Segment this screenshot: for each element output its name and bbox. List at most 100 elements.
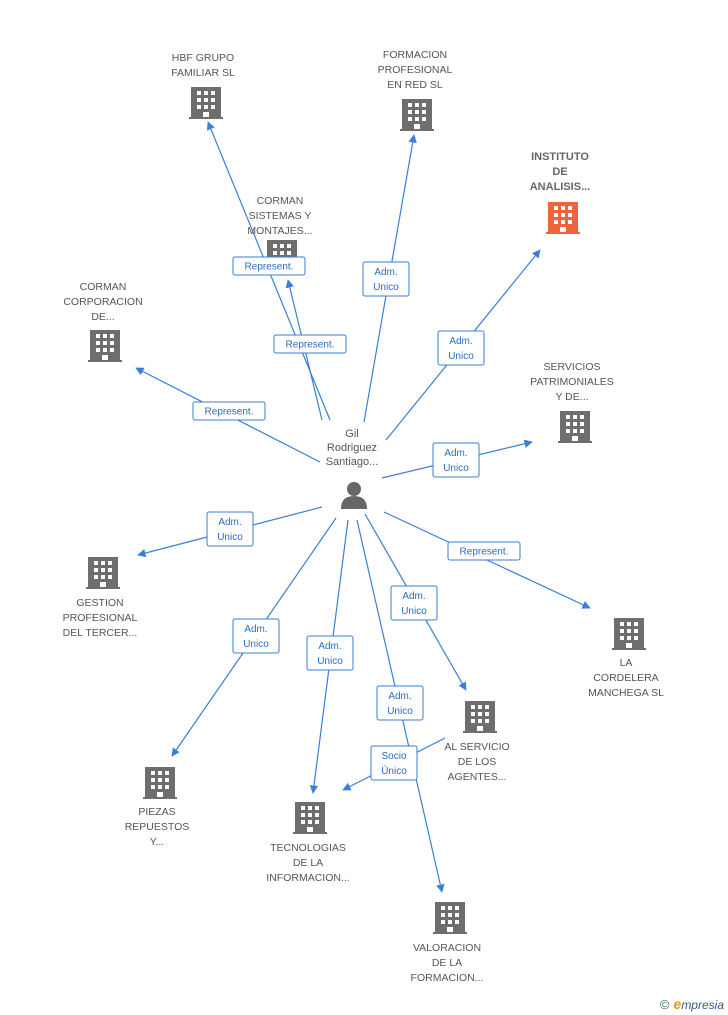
building-icon: [189, 87, 223, 119]
relation-label-text: Adm.: [374, 267, 397, 278]
relation-label-piezas[interactable]: Adm. Unico: [232, 618, 280, 654]
relation-label-text: Unico: [448, 351, 474, 362]
building-icon: [612, 618, 646, 650]
building-icon: [433, 902, 467, 934]
company-node-formacion[interactable]: FORMACION PROFESIONAL EN RED SL: [378, 49, 453, 131]
company-name-line: HBF GRUPO: [172, 52, 234, 64]
company-name-line: AL SERVICIO: [444, 741, 509, 753]
building-icon: [400, 99, 434, 131]
person-icon: [341, 482, 367, 509]
building-icon: [143, 767, 177, 799]
relation-label-cordelera[interactable]: Represent.: [447, 541, 521, 561]
company-name-line: REPUESTOS: [125, 821, 190, 833]
relation-label-text: Adm.: [449, 336, 472, 347]
company-name-line: DE LA: [432, 957, 462, 969]
company-name-line: FORMACION...: [411, 972, 484, 984]
company-node-piezas[interactable]: PIEZAS REPUESTOS Y...: [125, 767, 190, 848]
building-icon: [546, 202, 580, 234]
company-name-line: PROFESIONAL: [378, 64, 453, 76]
copyright-symbol: ©: [659, 997, 670, 1012]
company-name-line: DE...: [91, 311, 114, 323]
company-name-line: MANCHEGA SL: [588, 687, 664, 699]
company-name-line: PROFESIONAL: [63, 612, 138, 624]
company-name-line: EN RED SL: [387, 79, 443, 91]
company-node-gestion[interactable]: GESTION PROFESIONAL DEL TERCER...: [63, 557, 138, 639]
relation-label-text: Represent.: [245, 262, 294, 273]
company-name-line: INFORMACION...: [266, 872, 349, 884]
relation-label-formacion[interactable]: Adm. Unico: [362, 261, 410, 297]
relation-label-text: Adm.: [388, 691, 411, 702]
relation-label-text: Adm.: [244, 624, 267, 635]
company-node-corman-sistemas[interactable]: CORMAN SISTEMAS Y MONTAJES...: [247, 195, 313, 272]
relation-label-text: Unico: [387, 706, 413, 717]
person-name-line: Santiago...: [326, 456, 379, 468]
company-node-hbf[interactable]: HBF GRUPO FAMILIAR SL: [171, 52, 235, 119]
company-name-line: GESTION: [76, 597, 123, 609]
company-name-line: SERVICIOS: [544, 361, 601, 373]
company-node-servicios[interactable]: SERVICIOS PATRIMONIALES Y DE...: [530, 361, 614, 443]
relation-label-text: Adm.: [402, 591, 425, 602]
relation-label-text: Unico: [317, 656, 343, 667]
company-name-line: DE: [552, 166, 567, 178]
relation-label-text: Único: [381, 764, 407, 777]
company-node-valoracion[interactable]: VALORACION DE LA FORMACION...: [411, 902, 484, 984]
relation-label-gestion[interactable]: Adm. Unico: [206, 511, 254, 547]
brand-watermark[interactable]: ©empresia: [660, 996, 724, 1012]
company-node-alservicio[interactable]: AL SERVICIO DE LOS AGENTES...: [444, 701, 510, 783]
relation-label-text: Represent.: [460, 547, 509, 558]
person-name-line: Gil: [345, 428, 358, 440]
relation-label-text: Unico: [373, 282, 399, 293]
company-name-line: CORMAN: [80, 281, 127, 293]
relation-label-text: Unico: [443, 463, 469, 474]
relation-label-text: Adm.: [218, 517, 241, 528]
relation-label-instituto[interactable]: Adm. Unico: [437, 330, 485, 366]
building-icon: [88, 330, 122, 362]
company-node-tecnologias[interactable]: TECNOLOGIAS DE LA INFORMACION...: [266, 802, 350, 884]
company-node-corman-corp[interactable]: CORMAN CORPORACION DE...: [63, 281, 143, 362]
relation-label-text: Represent.: [286, 340, 335, 351]
company-name-line: INSTITUTO: [531, 151, 589, 163]
company-name-line: DE LA: [293, 857, 323, 869]
relation-label-text: Adm.: [444, 448, 467, 459]
relation-label-text: Represent.: [205, 407, 254, 418]
building-icon: [86, 557, 120, 589]
company-name-line: TECNOLOGIAS: [270, 842, 346, 854]
relation-label-corman-sistemas[interactable]: Represent.: [273, 334, 347, 354]
company-name-line: Y DE...: [555, 391, 588, 403]
brand-logo-initial: e: [673, 996, 682, 1012]
person-node[interactable]: GilRodriguezSantiago...: [326, 428, 379, 509]
company-node-instituto[interactable]: INSTITUTO DE ANALISIS...: [530, 151, 591, 234]
company-name-line: SISTEMAS Y: [249, 210, 312, 222]
company-name-line: DE LOS: [458, 756, 497, 768]
relation-label-servicios[interactable]: Adm. Unico: [432, 442, 480, 478]
company-name-line: ANALISIS...: [530, 181, 591, 193]
company-name-line: FORMACION: [383, 49, 447, 61]
relation-label-text: Unico: [243, 639, 269, 650]
company-name-line: MONTAJES...: [247, 225, 312, 237]
company-name-line: AGENTES...: [448, 771, 507, 783]
building-icon: [558, 411, 592, 443]
brand-name: mpresia: [681, 998, 724, 1012]
relation-label-alservicio[interactable]: Adm. Unico: [390, 585, 438, 621]
company-name-line: FAMILIAR SL: [171, 67, 235, 79]
company-name-line: Y...: [150, 836, 164, 848]
company-name-line: LA: [620, 657, 633, 669]
relation-label-text: Adm.: [318, 641, 341, 652]
relation-label-hbf[interactable]: Represent.: [232, 256, 306, 276]
relation-label-text: Unico: [401, 606, 427, 617]
relation-label-valoracion[interactable]: Adm. Unico: [376, 685, 424, 721]
building-icon: [293, 802, 327, 834]
relation-label-corman-corp[interactable]: Represent.: [192, 401, 266, 421]
person-name-line: Rodriguez: [327, 442, 377, 454]
company-name-line: PATRIMONIALES: [530, 376, 614, 388]
relation-label-tecnologias[interactable]: Adm. Unico: [306, 635, 354, 671]
company-name-line: DEL TERCER...: [63, 627, 138, 639]
company-name-line: CORPORACION: [63, 296, 142, 308]
building-icon: [463, 701, 497, 733]
company-name-line: PIEZAS: [138, 806, 175, 818]
relation-label-text: Unico: [217, 532, 243, 543]
company-name-line: CORMAN: [257, 195, 304, 207]
company-name-line: VALORACION: [413, 942, 481, 954]
